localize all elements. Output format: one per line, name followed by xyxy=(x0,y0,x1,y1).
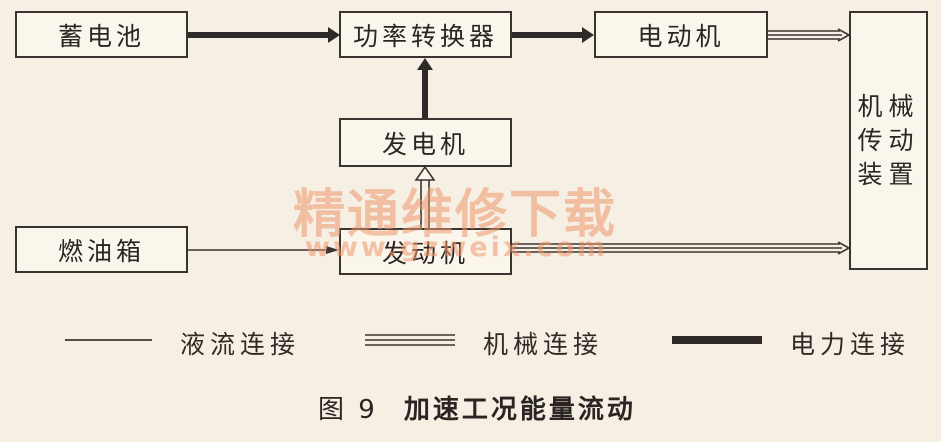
edge-motor-to-transmission xyxy=(768,28,851,42)
node-transmission-line-1: 机械 xyxy=(857,91,920,121)
node-transmission-line-2: 传动 xyxy=(857,125,920,155)
figure-title: 加速工况能量流动 xyxy=(403,395,636,425)
edge-engine-to-transmission xyxy=(512,241,851,255)
node-transmission-line-3: 装置 xyxy=(857,159,920,189)
edge-battery-to-converter xyxy=(188,27,340,43)
edge-engine-to-generator xyxy=(414,165,436,228)
node-generator-label: 发电机 xyxy=(381,129,469,159)
node-power-converter-label: 功率转换器 xyxy=(352,21,498,51)
edge-converter-to-motor xyxy=(512,27,594,43)
node-battery: 蓄电池 xyxy=(15,11,188,58)
node-engine: 发动机 xyxy=(339,228,512,275)
figure-caption: 图 9 加速工况能量流动 xyxy=(318,389,636,426)
figure-number: 图 9 xyxy=(318,395,378,425)
node-motor: 电动机 xyxy=(594,11,768,58)
edge-fueltank-to-engine xyxy=(188,246,339,254)
legend-fluid-label: 液流连接 xyxy=(180,330,301,359)
node-power-converter: 功率转换器 xyxy=(339,11,512,58)
legend-electrical-label: 电力连接 xyxy=(790,330,911,359)
node-mechanical-transmission: 机械 传动 装置 xyxy=(849,11,928,270)
node-engine-label: 发动机 xyxy=(381,238,469,268)
edge-generator-to-converter xyxy=(417,58,433,118)
node-battery-label: 蓄电池 xyxy=(57,21,145,51)
node-fuel-tank-label: 燃油箱 xyxy=(57,236,145,266)
node-generator: 发电机 xyxy=(339,118,512,167)
node-fuel-tank: 燃油箱 xyxy=(15,226,188,273)
legend-mechanical-label: 机械连接 xyxy=(483,330,604,359)
node-motor-label: 电动机 xyxy=(637,21,725,51)
legend-mechanical-line xyxy=(365,334,455,346)
